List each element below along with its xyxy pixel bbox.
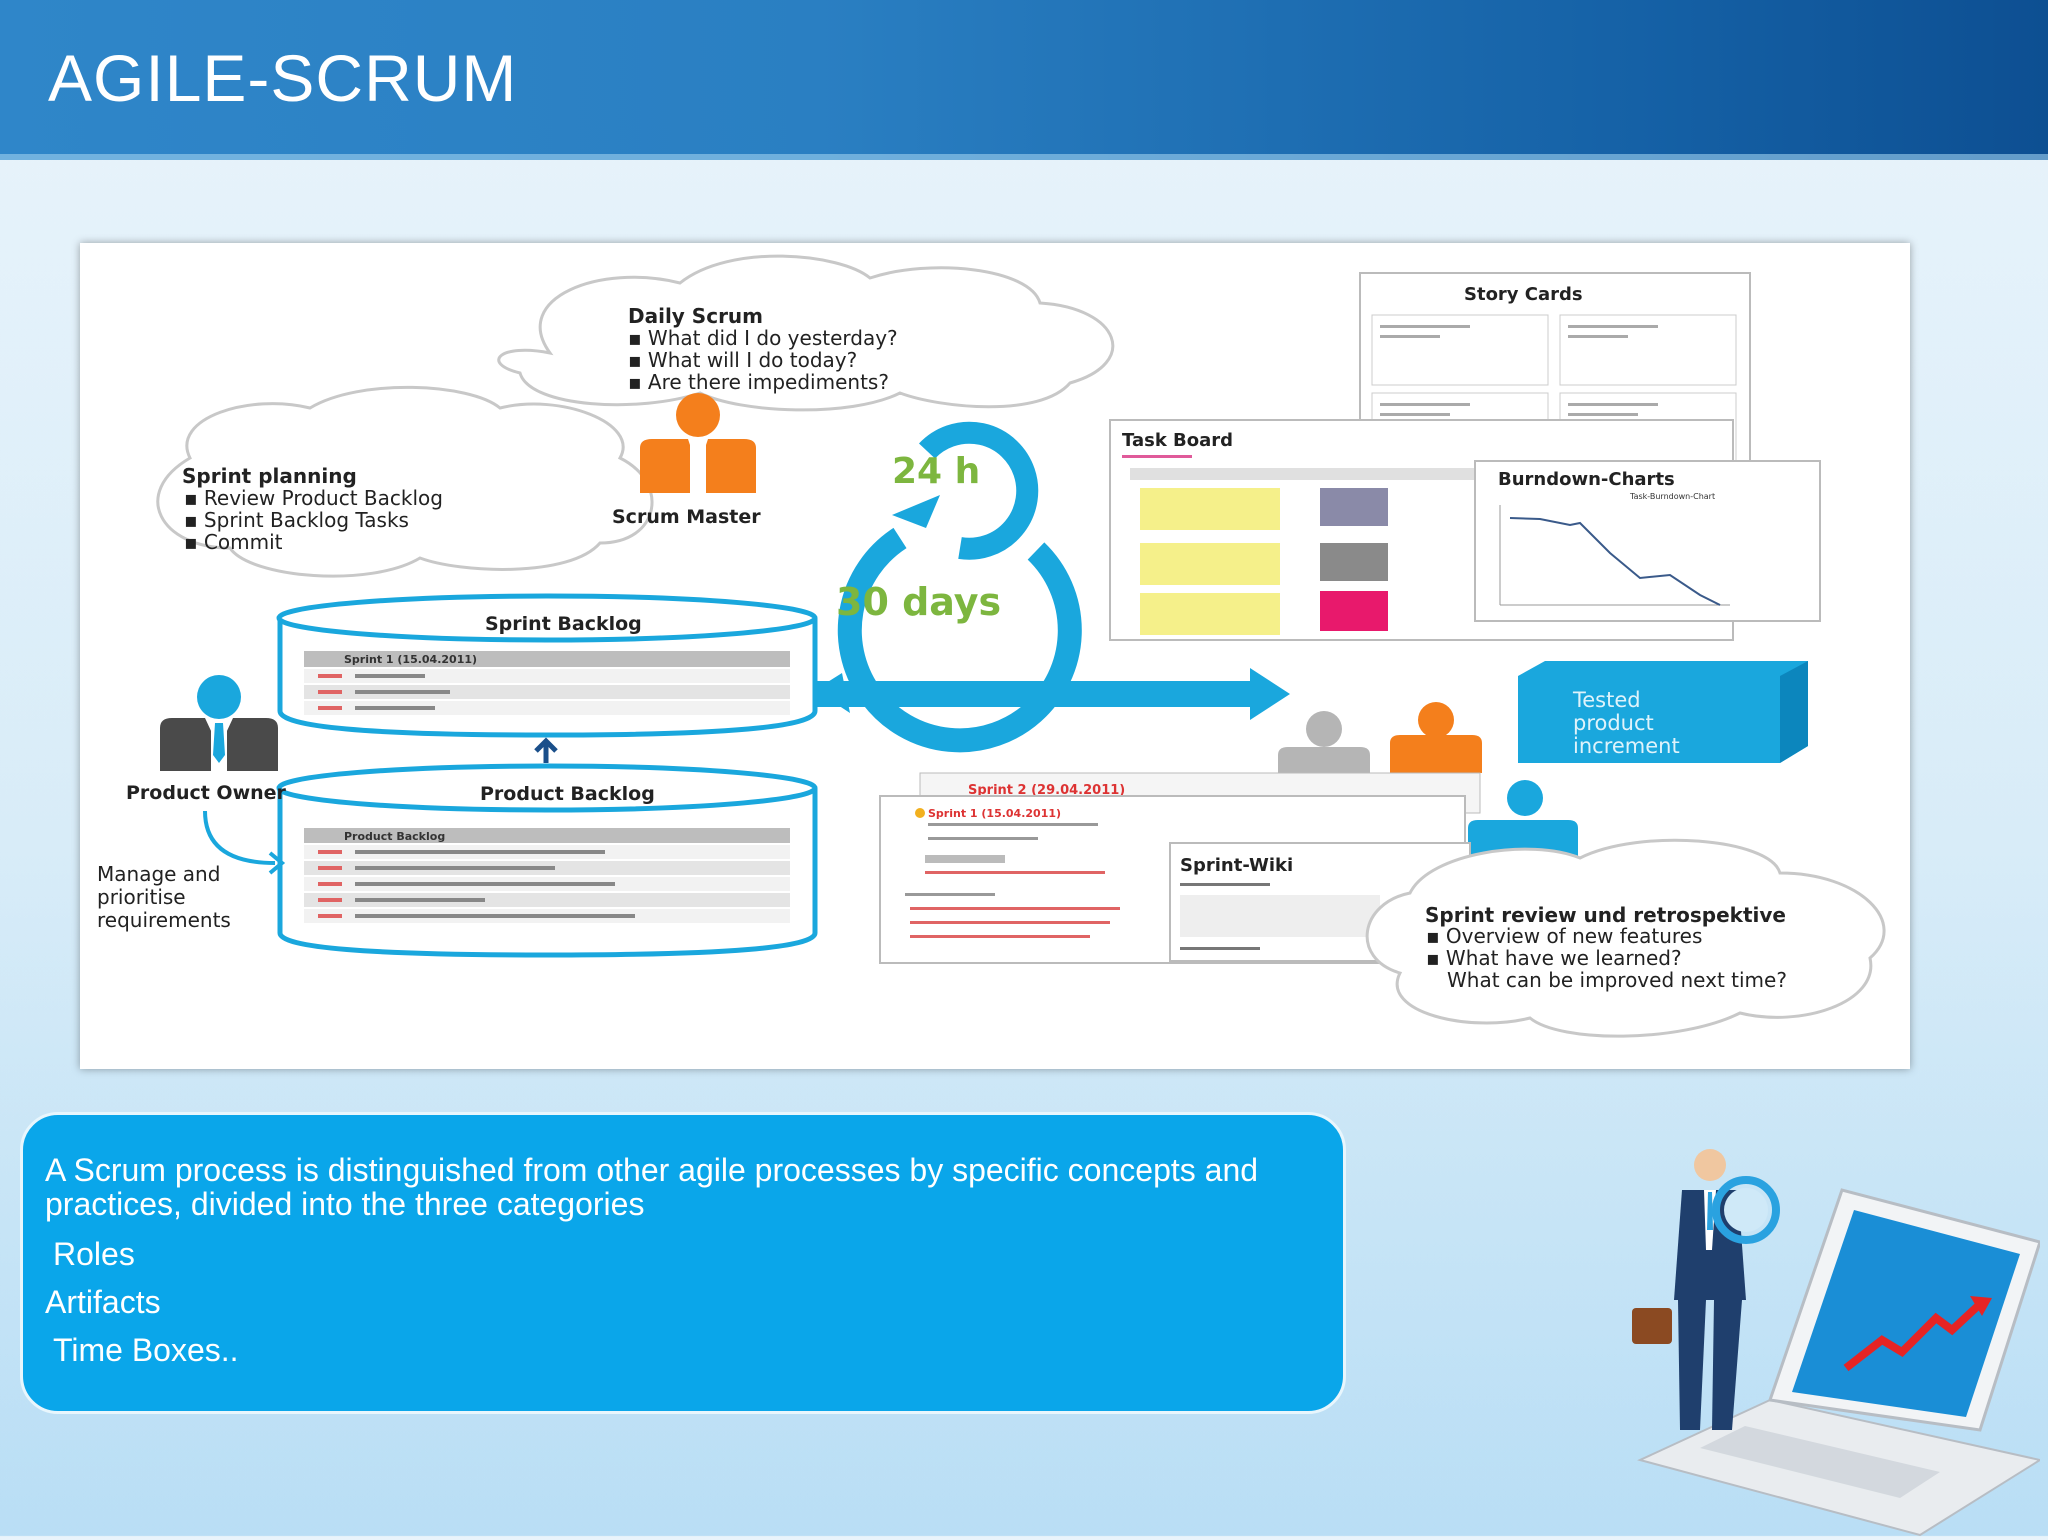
sprint-cycle-icon: 24 h 30 days: [815, 421, 1082, 753]
description-intro: A Scrum process is distinguished from ot…: [45, 1152, 1259, 1222]
product-owner-label: Product Owner: [126, 782, 287, 804]
product-backlog-header: Product Backlog: [344, 830, 445, 843]
tested-increment-line-3: increment: [1573, 734, 1680, 758]
sprint-wiki-label: Sprint-Wiki: [1180, 855, 1293, 876]
svg-text:▪ Sprint Backlog Tasks: ▪ Sprint Backlog Tasks: [184, 508, 409, 532]
sprint-planning-item-3: Commit: [204, 530, 283, 554]
sprint-planning-item-2: Sprint Backlog Tasks: [204, 508, 409, 532]
sprint2-card-title: Sprint 2 (29.04.2011): [968, 783, 1125, 798]
review-item-1: Overview of new features: [1446, 924, 1702, 948]
daily-scrum-heading: Daily Scrum: [628, 304, 763, 328]
burndown-chart-title: Task-Burndown-Chart: [1629, 492, 1715, 501]
sprint-backlog-header: Sprint 1 (15.04.2011): [344, 653, 477, 666]
svg-text:▪ What did I do yesterday?: ▪ What did I do yesterday?: [628, 326, 898, 350]
product-owner-icon: [160, 675, 278, 771]
tested-increment-line-1: Tested: [1572, 688, 1641, 712]
svg-text:▪ Review Product Backlog: ▪ Review Product Backlog: [184, 486, 443, 510]
burndown-label: Burndown-Charts: [1498, 469, 1675, 490]
owner-arrow: [203, 810, 276, 865]
svg-text:▪ Are there impediments?: ▪ Are there impediments?: [628, 370, 889, 394]
burndown-chart-panel: Burndown-Charts Task-Burndown-Chart: [1474, 460, 1821, 622]
sprint-planning-cloud: Sprint planning ▪ Review Product Backlog…: [156, 385, 654, 578]
businessman-laptop-illustration: [1620, 1130, 2043, 1540]
description-box: A Scrum process is distinguished from ot…: [20, 1112, 1346, 1414]
sprint-backlog-label: Sprint Backlog: [485, 613, 642, 635]
review-heading: Sprint review und retrospektive: [1425, 903, 1786, 927]
sprint-planning-item-1: Review Product Backlog: [204, 486, 443, 510]
svg-text:▪ Overview of new features: ▪ Overview of new features: [1426, 924, 1702, 948]
sprint-review-cloud: Sprint review und retrospektive ▪ Overvi…: [1365, 838, 1886, 1038]
cycle-24h-label: 24 h: [892, 451, 980, 492]
manage-text-3: requirements: [97, 908, 231, 932]
daily-scrum-item-1: What did I do yesterday?: [648, 326, 898, 350]
svg-text:▪ What have we learned?: ▪ What have we learned?: [1426, 946, 1682, 970]
up-arrow: [534, 737, 558, 763]
daily-scrum-item-3: Are there impediments?: [648, 370, 889, 394]
product-backlog-cylinder: Product Backlog Product Backlog: [276, 763, 818, 958]
daily-scrum-item-2: What will I do today?: [648, 348, 857, 372]
task-board-label: Task Board: [1122, 430, 1233, 451]
cycle-30-days-label: 30 days: [836, 580, 1001, 624]
svg-text:▪ What will I do today?: ▪ What will I do today?: [628, 348, 857, 372]
flow-arrow: [810, 668, 1290, 720]
scrum-master-icon: [640, 393, 756, 493]
story-cards-label: Story Cards: [1464, 284, 1583, 305]
sprint1-card-title: Sprint 1 (15.04.2011): [928, 807, 1061, 820]
sprint-planning-heading: Sprint planning: [182, 464, 357, 488]
manage-text-1: Manage and: [97, 862, 220, 886]
tested-increment-box: Tested product increment: [1518, 661, 1808, 763]
review-item-2-continued: What can be improved next time?: [1447, 968, 1787, 992]
tested-increment-line-2: product: [1573, 711, 1654, 735]
category-artifacts: Artifacts: [45, 1284, 161, 1320]
slide-title: AGILE-SCRUM: [48, 41, 518, 115]
manage-text-2: prioritise: [97, 885, 186, 909]
category-roles: Roles: [53, 1236, 135, 1272]
product-backlog-label: Product Backlog: [480, 783, 655, 805]
review-item-2: What have we learned?: [1446, 946, 1682, 970]
scrum-master-label: Scrum Master: [612, 506, 761, 528]
scrum-diagram: Daily Scrum ▪ What did I do yesterday? ▪…: [80, 243, 1910, 1069]
category-time-boxes: Time Boxes..: [53, 1332, 239, 1368]
daily-scrum-cloud: Daily Scrum ▪ What did I do yesterday? ▪…: [497, 254, 1115, 412]
title-bar: AGILE-SCRUM: [0, 0, 2048, 160]
svg-text:▪ Commit: ▪ Commit: [184, 530, 283, 554]
sprint-backlog-cylinder: Sprint Backlog Sprint 1 (15.04.2011): [276, 593, 818, 738]
